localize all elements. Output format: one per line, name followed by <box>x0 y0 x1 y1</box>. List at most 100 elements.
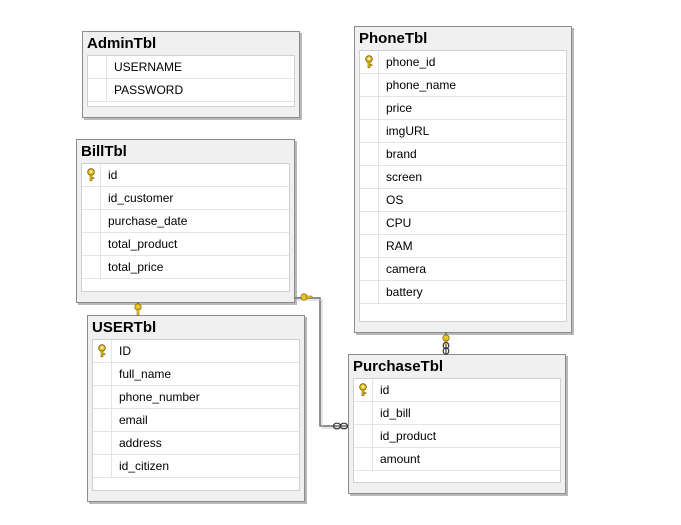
field-row[interactable]: imgURL <box>360 120 566 143</box>
table-title: AdminTbl <box>87 35 157 52</box>
field-row[interactable]: full_name <box>93 363 299 386</box>
primary-key-icon <box>98 344 106 358</box>
row-selector <box>82 164 101 186</box>
row-selector <box>93 363 112 385</box>
field-row[interactable]: purchase_date <box>82 210 289 233</box>
row-selector <box>93 409 112 431</box>
field-name: ID <box>119 344 131 358</box>
field-row[interactable]: brand <box>360 143 566 166</box>
field-name: USERNAME <box>114 60 183 74</box>
primary-key-icon <box>87 168 95 182</box>
field-row[interactable]: total_product <box>82 233 289 256</box>
table-admintbl[interactable]: AdminTbl USERNAME PASSWORD <box>82 31 300 118</box>
relationship-phone-purchase[interactable] <box>442 332 450 355</box>
relationship-user-bill[interactable] <box>134 302 142 316</box>
field-name: total_price <box>108 260 164 274</box>
relationship-bill-purchase[interactable] <box>295 293 349 430</box>
field-row[interactable]: id_customer <box>82 187 289 210</box>
row-selector <box>354 425 373 447</box>
row-selector <box>93 340 112 362</box>
field-row[interactable]: id <box>82 164 289 187</box>
field-row[interactable]: address <box>93 432 299 455</box>
field-row[interactable]: screen <box>360 166 566 189</box>
field-name: id <box>108 168 118 182</box>
row-selector <box>82 187 101 209</box>
field-name: purchase_date <box>108 214 188 228</box>
field-row[interactable]: id_bill <box>354 402 560 425</box>
primary-key-icon <box>365 55 373 69</box>
table-title: PurchaseTbl <box>353 358 444 375</box>
row-selector <box>82 256 101 278</box>
field-name: PASSWORD <box>114 83 184 97</box>
field-row[interactable]: OS <box>360 189 566 212</box>
table-title: PhoneTbl <box>359 30 428 47</box>
field-name: phone_number <box>119 390 200 404</box>
row-selector <box>360 143 379 165</box>
field-name: battery <box>386 285 423 299</box>
row-selector <box>82 210 101 232</box>
field-name: id_citizen <box>119 459 170 473</box>
field-name: brand <box>386 147 417 161</box>
row-selector <box>360 120 379 142</box>
field-name: id_customer <box>108 191 174 205</box>
field-row[interactable]: PASSWORD <box>88 79 294 102</box>
field-row[interactable]: email <box>93 409 299 432</box>
field-name: email <box>119 413 148 427</box>
field-row[interactable]: phone_number <box>93 386 299 409</box>
field-name: id <box>380 383 390 397</box>
row-selector <box>354 402 373 424</box>
field-row[interactable]: camera <box>360 258 566 281</box>
field-row[interactable]: phone_id <box>360 51 566 74</box>
field-name: price <box>386 101 413 115</box>
field-name: id_product <box>380 429 437 443</box>
field-name: address <box>119 436 162 450</box>
field-row[interactable]: battery <box>360 281 566 304</box>
row-selector <box>360 51 379 73</box>
field-name: camera <box>386 262 427 276</box>
infinity-end-icon <box>332 422 349 430</box>
field-name: phone_name <box>386 78 457 92</box>
field-grid: USERNAME PASSWORD <box>87 55 295 107</box>
field-name: amount <box>380 452 421 466</box>
field-row[interactable]: price <box>360 97 566 120</box>
row-selector <box>360 74 379 96</box>
field-row[interactable]: total_price <box>82 256 289 279</box>
row-selector <box>360 235 379 257</box>
field-row[interactable]: RAM <box>360 235 566 258</box>
row-selector <box>360 97 379 119</box>
row-selector <box>88 79 107 101</box>
key-end-icon <box>134 303 142 316</box>
row-selector <box>93 386 112 408</box>
row-selector <box>88 56 107 78</box>
field-row[interactable]: ID <box>93 340 299 363</box>
field-row[interactable]: id_citizen <box>93 455 299 478</box>
row-selector <box>93 455 112 477</box>
field-name: RAM <box>386 239 413 253</box>
row-selector <box>82 233 101 255</box>
field-name: total_product <box>108 237 178 251</box>
field-row[interactable]: phone_name <box>360 74 566 97</box>
field-name: OS <box>386 193 404 207</box>
field-row[interactable]: id_product <box>354 425 560 448</box>
row-selector <box>93 432 112 454</box>
row-selector <box>354 379 373 401</box>
row-selector <box>360 212 379 234</box>
field-name: full_name <box>119 367 172 381</box>
field-row[interactable]: id <box>354 379 560 402</box>
infinity-end-icon <box>442 341 450 355</box>
field-name: phone_id <box>386 55 436 69</box>
field-row[interactable]: amount <box>354 448 560 471</box>
row-selector <box>360 258 379 280</box>
field-row[interactable]: USERNAME <box>88 56 294 79</box>
field-name: id_bill <box>380 406 411 420</box>
field-name: screen <box>386 170 423 184</box>
field-row[interactable]: CPU <box>360 212 566 235</box>
